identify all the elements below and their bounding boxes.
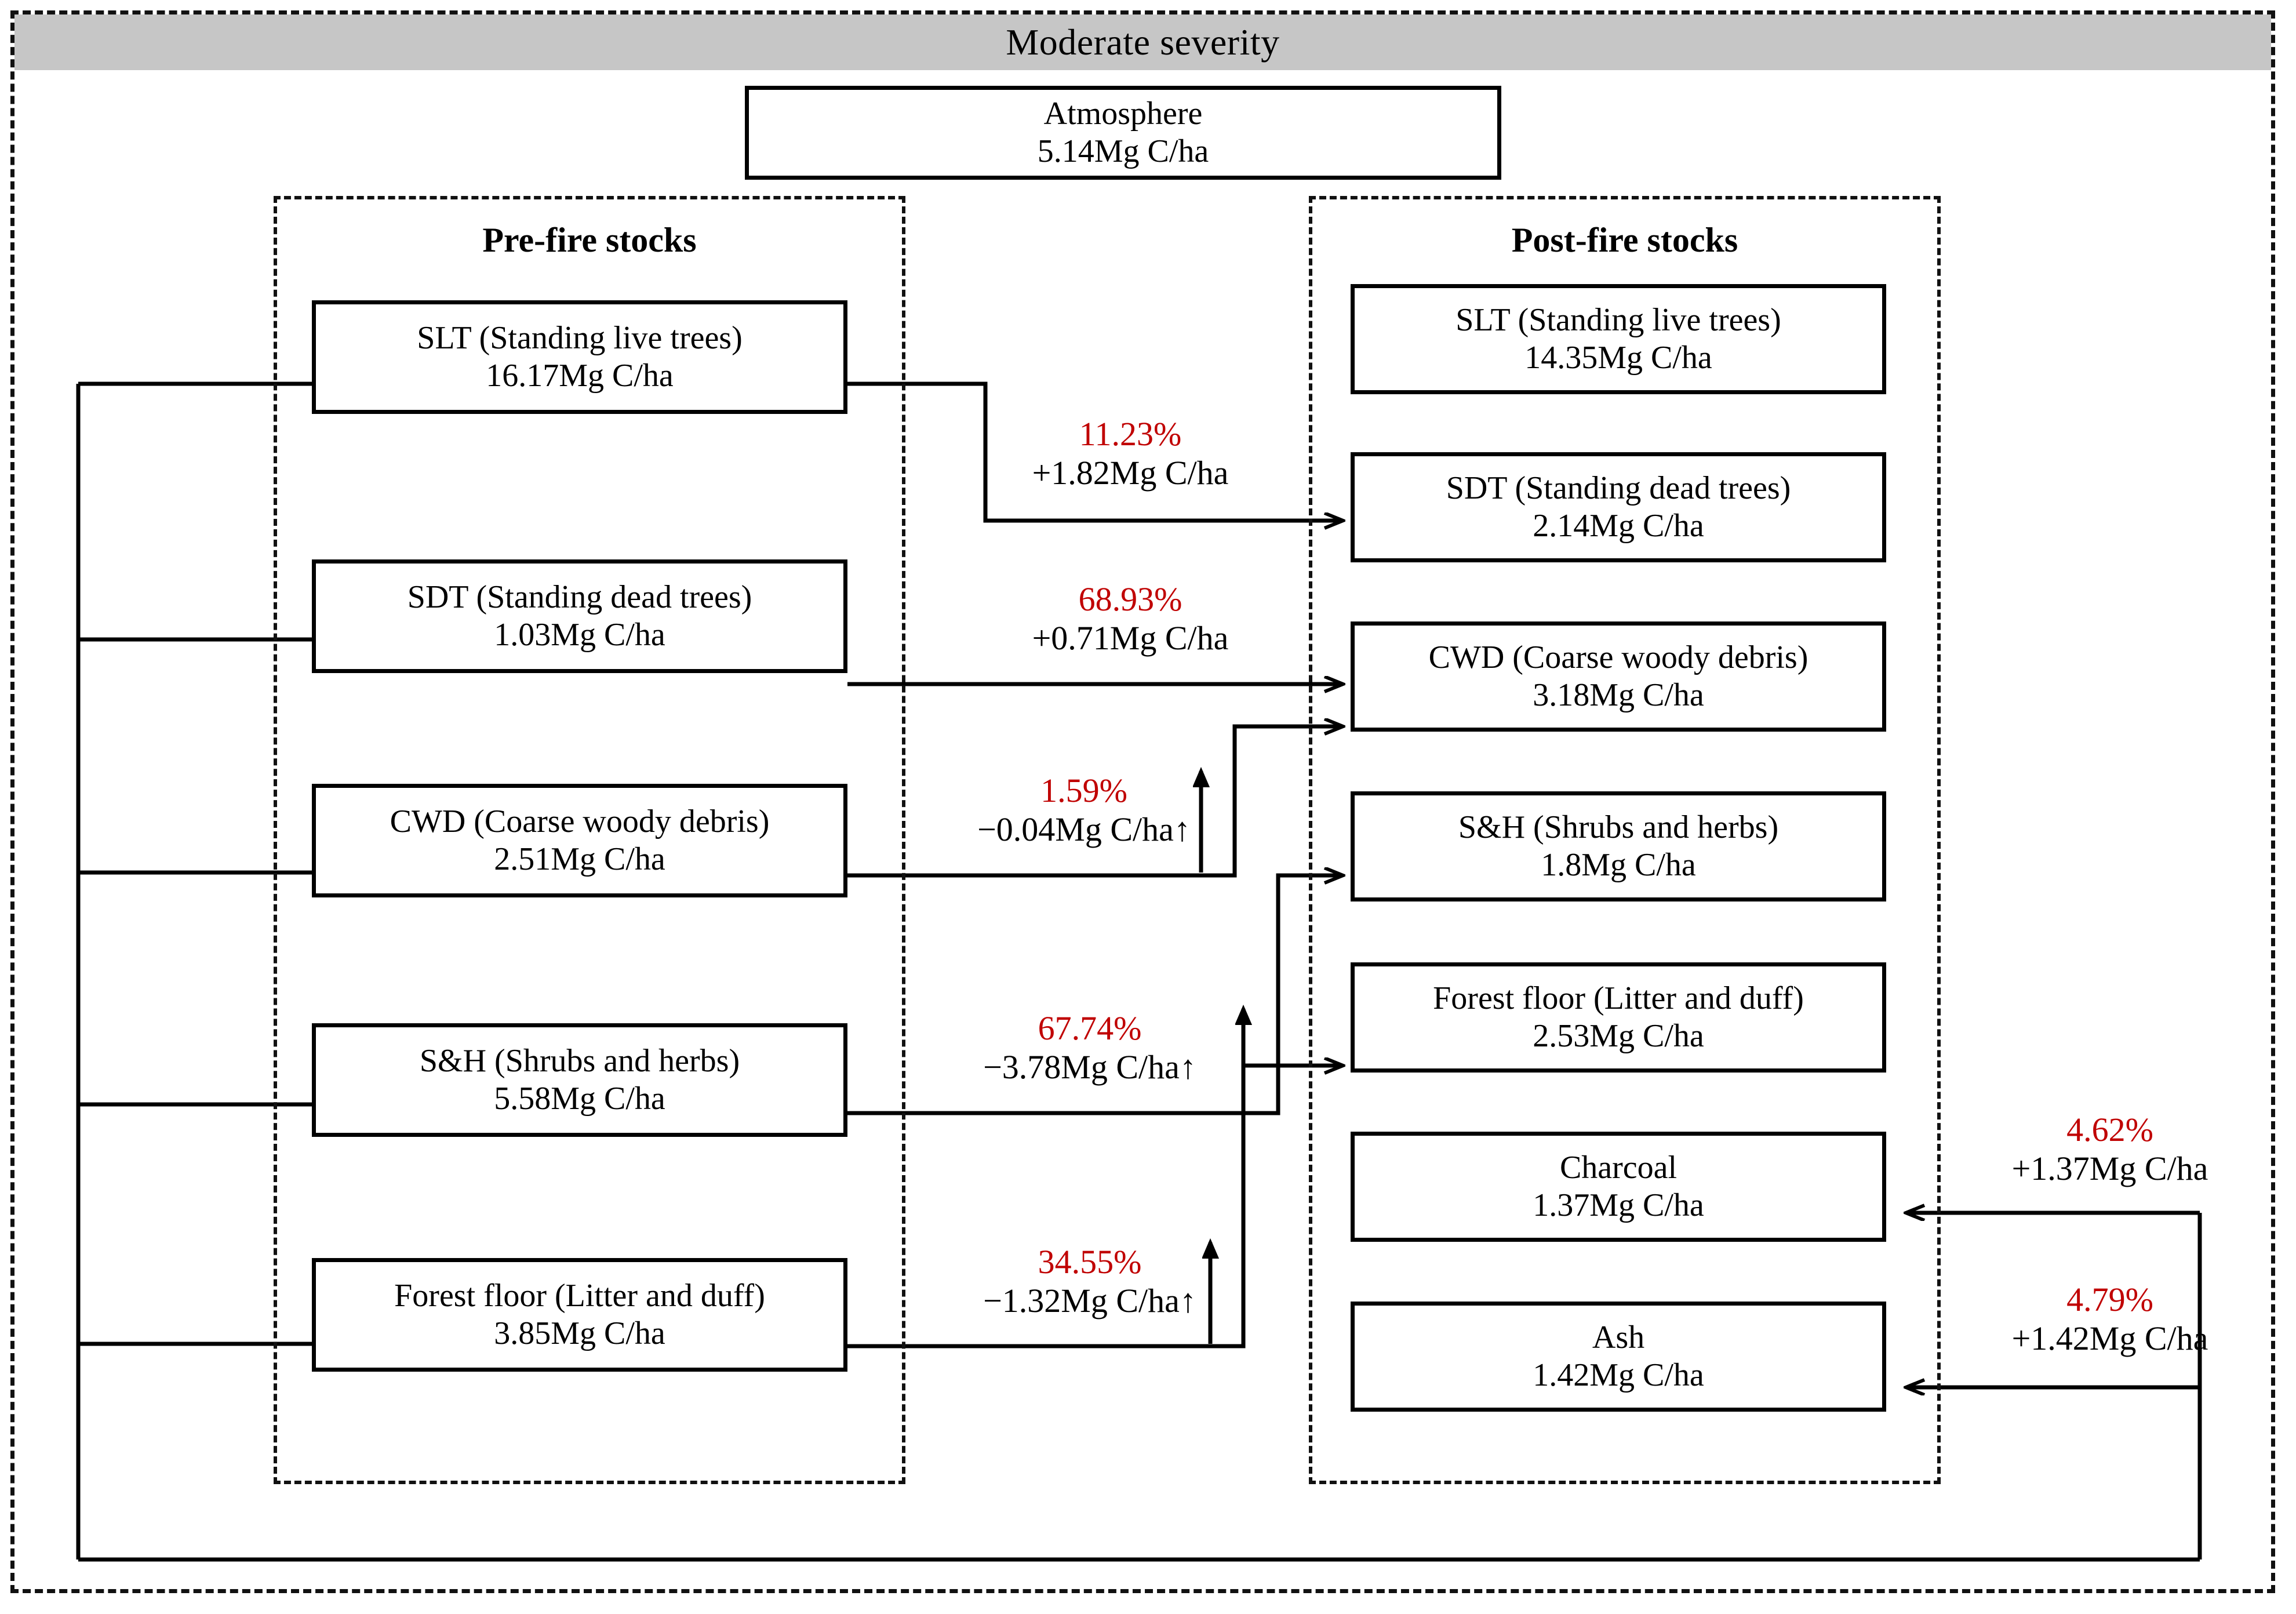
- flow-amount-text: −1.32Mg C/ha: [983, 1282, 1180, 1320]
- atmosphere-value: 5.14Mg C/ha: [1037, 133, 1209, 169]
- pre-fire-panel-title: Pre-fire stocks: [482, 221, 697, 259]
- pre-stock-sh-value: 5.58Mg C/ha: [494, 1081, 665, 1117]
- flow-amount-text: −3.78Mg C/ha: [983, 1048, 1180, 1086]
- post-stock-forest-floor: Forest floor (Litter and duff) 2.53Mg C/…: [1351, 962, 1886, 1073]
- flow-percent: 4.62%: [2066, 1111, 2153, 1148]
- pre-fire-panel: [274, 196, 905, 1484]
- atmosphere-label: Atmosphere: [1043, 96, 1203, 132]
- flow-label-to-ash: 4.79% +1.42Mg C/ha: [1930, 1280, 2290, 1358]
- flow-amount: −3.78Mg C/ha↑: [869, 1048, 1310, 1086]
- flow-label-sdt-to-cwd: 68.93% +0.71Mg C/ha: [910, 580, 1351, 658]
- post-stock-slt-value: 14.35Mg C/ha: [1524, 340, 1712, 376]
- flow-amount: +1.82Mg C/ha: [1032, 454, 1229, 492]
- flow-label-sh-to-sh: 67.74% −3.78Mg C/ha↑: [869, 1009, 1310, 1087]
- flow-amount: −1.32Mg C/ha↑: [869, 1281, 1310, 1320]
- diagram-title-bar: Moderate severity: [14, 14, 2271, 70]
- pre-stock-forest-floor-value: 3.85Mg C/ha: [494, 1315, 665, 1351]
- post-stock-forest-floor-value: 2.53Mg C/ha: [1533, 1018, 1704, 1054]
- flow-amount-text: −0.04Mg C/ha: [977, 810, 1174, 849]
- post-stock-sdt-value: 2.14Mg C/ha: [1533, 508, 1704, 544]
- pre-stock-cwd-value: 2.51Mg C/ha: [494, 841, 665, 877]
- post-stock-ash-label: Ash: [1592, 1319, 1645, 1356]
- diagram-outer-border: [10, 10, 2275, 1593]
- flow-percent: 4.79%: [2066, 1281, 2153, 1318]
- flow-label-slt-to-sdt: 11.23% +1.82Mg C/ha: [910, 415, 1351, 493]
- flow-amount: −0.04Mg C/ha↑: [864, 810, 1304, 849]
- flow-amount: +0.71Mg C/ha: [1032, 619, 1229, 657]
- post-stock-ash-value: 1.42Mg C/ha: [1533, 1357, 1704, 1393]
- pre-stock-forest-floor-label: Forest floor (Litter and duff): [394, 1278, 765, 1314]
- pre-stock-sh-label: S&H (Shrubs and herbs): [419, 1043, 740, 1079]
- pre-stock-sdt-label: SDT (Standing dead trees): [407, 579, 752, 616]
- flow-label-to-charcoal: 4.62% +1.37Mg C/ha: [1930, 1110, 2290, 1188]
- flow-percent: 34.55%: [1038, 1243, 1142, 1281]
- pre-stock-sdt: SDT (Standing dead trees) 1.03Mg C/ha: [312, 559, 847, 673]
- pre-stock-cwd-label: CWD (Coarse woody debris): [390, 804, 770, 840]
- flow-percent: 68.93%: [1078, 580, 1182, 618]
- atmosphere-box: Atmosphere 5.14Mg C/ha: [745, 86, 1501, 180]
- pre-stock-forest-floor: Forest floor (Litter and duff) 3.85Mg C/…: [312, 1258, 847, 1372]
- pre-stock-slt: SLT (Standing live trees) 16.17Mg C/ha: [312, 300, 847, 414]
- flow-amount: +1.37Mg C/ha: [2011, 1150, 2208, 1188]
- post-stock-sh-label: S&H (Shrubs and herbs): [1458, 809, 1779, 846]
- up-arrow-icon: ↑: [1179, 1282, 1196, 1320]
- post-stock-sh: S&H (Shrubs and herbs) 1.8Mg C/ha: [1351, 791, 1886, 901]
- pre-stock-slt-value: 16.17Mg C/ha: [486, 358, 674, 394]
- pre-stock-slt-label: SLT (Standing live trees): [417, 320, 743, 357]
- up-arrow-icon: ↑: [1179, 1048, 1196, 1086]
- page-title: Moderate severity: [1006, 21, 1280, 63]
- post-stock-charcoal-label: Charcoal: [1559, 1150, 1678, 1186]
- post-fire-panel: [1309, 196, 1941, 1484]
- post-stock-slt-label: SLT (Standing live trees): [1456, 302, 1781, 339]
- post-stock-slt: SLT (Standing live trees) 14.35Mg C/ha: [1351, 284, 1886, 394]
- post-stock-ash: Ash 1.42Mg C/ha: [1351, 1302, 1886, 1412]
- pre-stock-sdt-value: 1.03Mg C/ha: [494, 617, 665, 653]
- post-stock-cwd: CWD (Coarse woody debris) 3.18Mg C/ha: [1351, 621, 1886, 732]
- post-stock-cwd-value: 3.18Mg C/ha: [1533, 677, 1704, 713]
- post-stock-charcoal-value: 1.37Mg C/ha: [1533, 1187, 1704, 1223]
- flow-amount: +1.42Mg C/ha: [2011, 1319, 2208, 1358]
- pre-stock-sh: S&H (Shrubs and herbs) 5.58Mg C/ha: [312, 1023, 847, 1137]
- post-stock-forest-floor-label: Forest floor (Litter and duff): [1433, 980, 1804, 1017]
- up-arrow-icon: ↑: [1173, 810, 1191, 849]
- flow-label-cwd-to-cwd: 1.59% −0.04Mg C/ha↑: [864, 771, 1304, 849]
- post-stock-cwd-label: CWD (Coarse woody debris): [1428, 639, 1809, 676]
- flow-percent: 1.59%: [1040, 772, 1127, 809]
- post-stock-sdt: SDT (Standing dead trees) 2.14Mg C/ha: [1351, 452, 1886, 562]
- post-stock-sh-value: 1.8Mg C/ha: [1541, 847, 1696, 883]
- flow-percent: 67.74%: [1038, 1009, 1142, 1047]
- pre-stock-cwd: CWD (Coarse woody debris) 2.51Mg C/ha: [312, 784, 847, 897]
- flow-label-ff-to-ff: 34.55% −1.32Mg C/ha↑: [869, 1242, 1310, 1321]
- post-fire-panel-title: Post-fire stocks: [1511, 221, 1738, 259]
- post-stock-charcoal: Charcoal 1.37Mg C/ha: [1351, 1132, 1886, 1242]
- flow-percent: 11.23%: [1079, 415, 1182, 453]
- post-stock-sdt-label: SDT (Standing dead trees): [1446, 470, 1791, 507]
